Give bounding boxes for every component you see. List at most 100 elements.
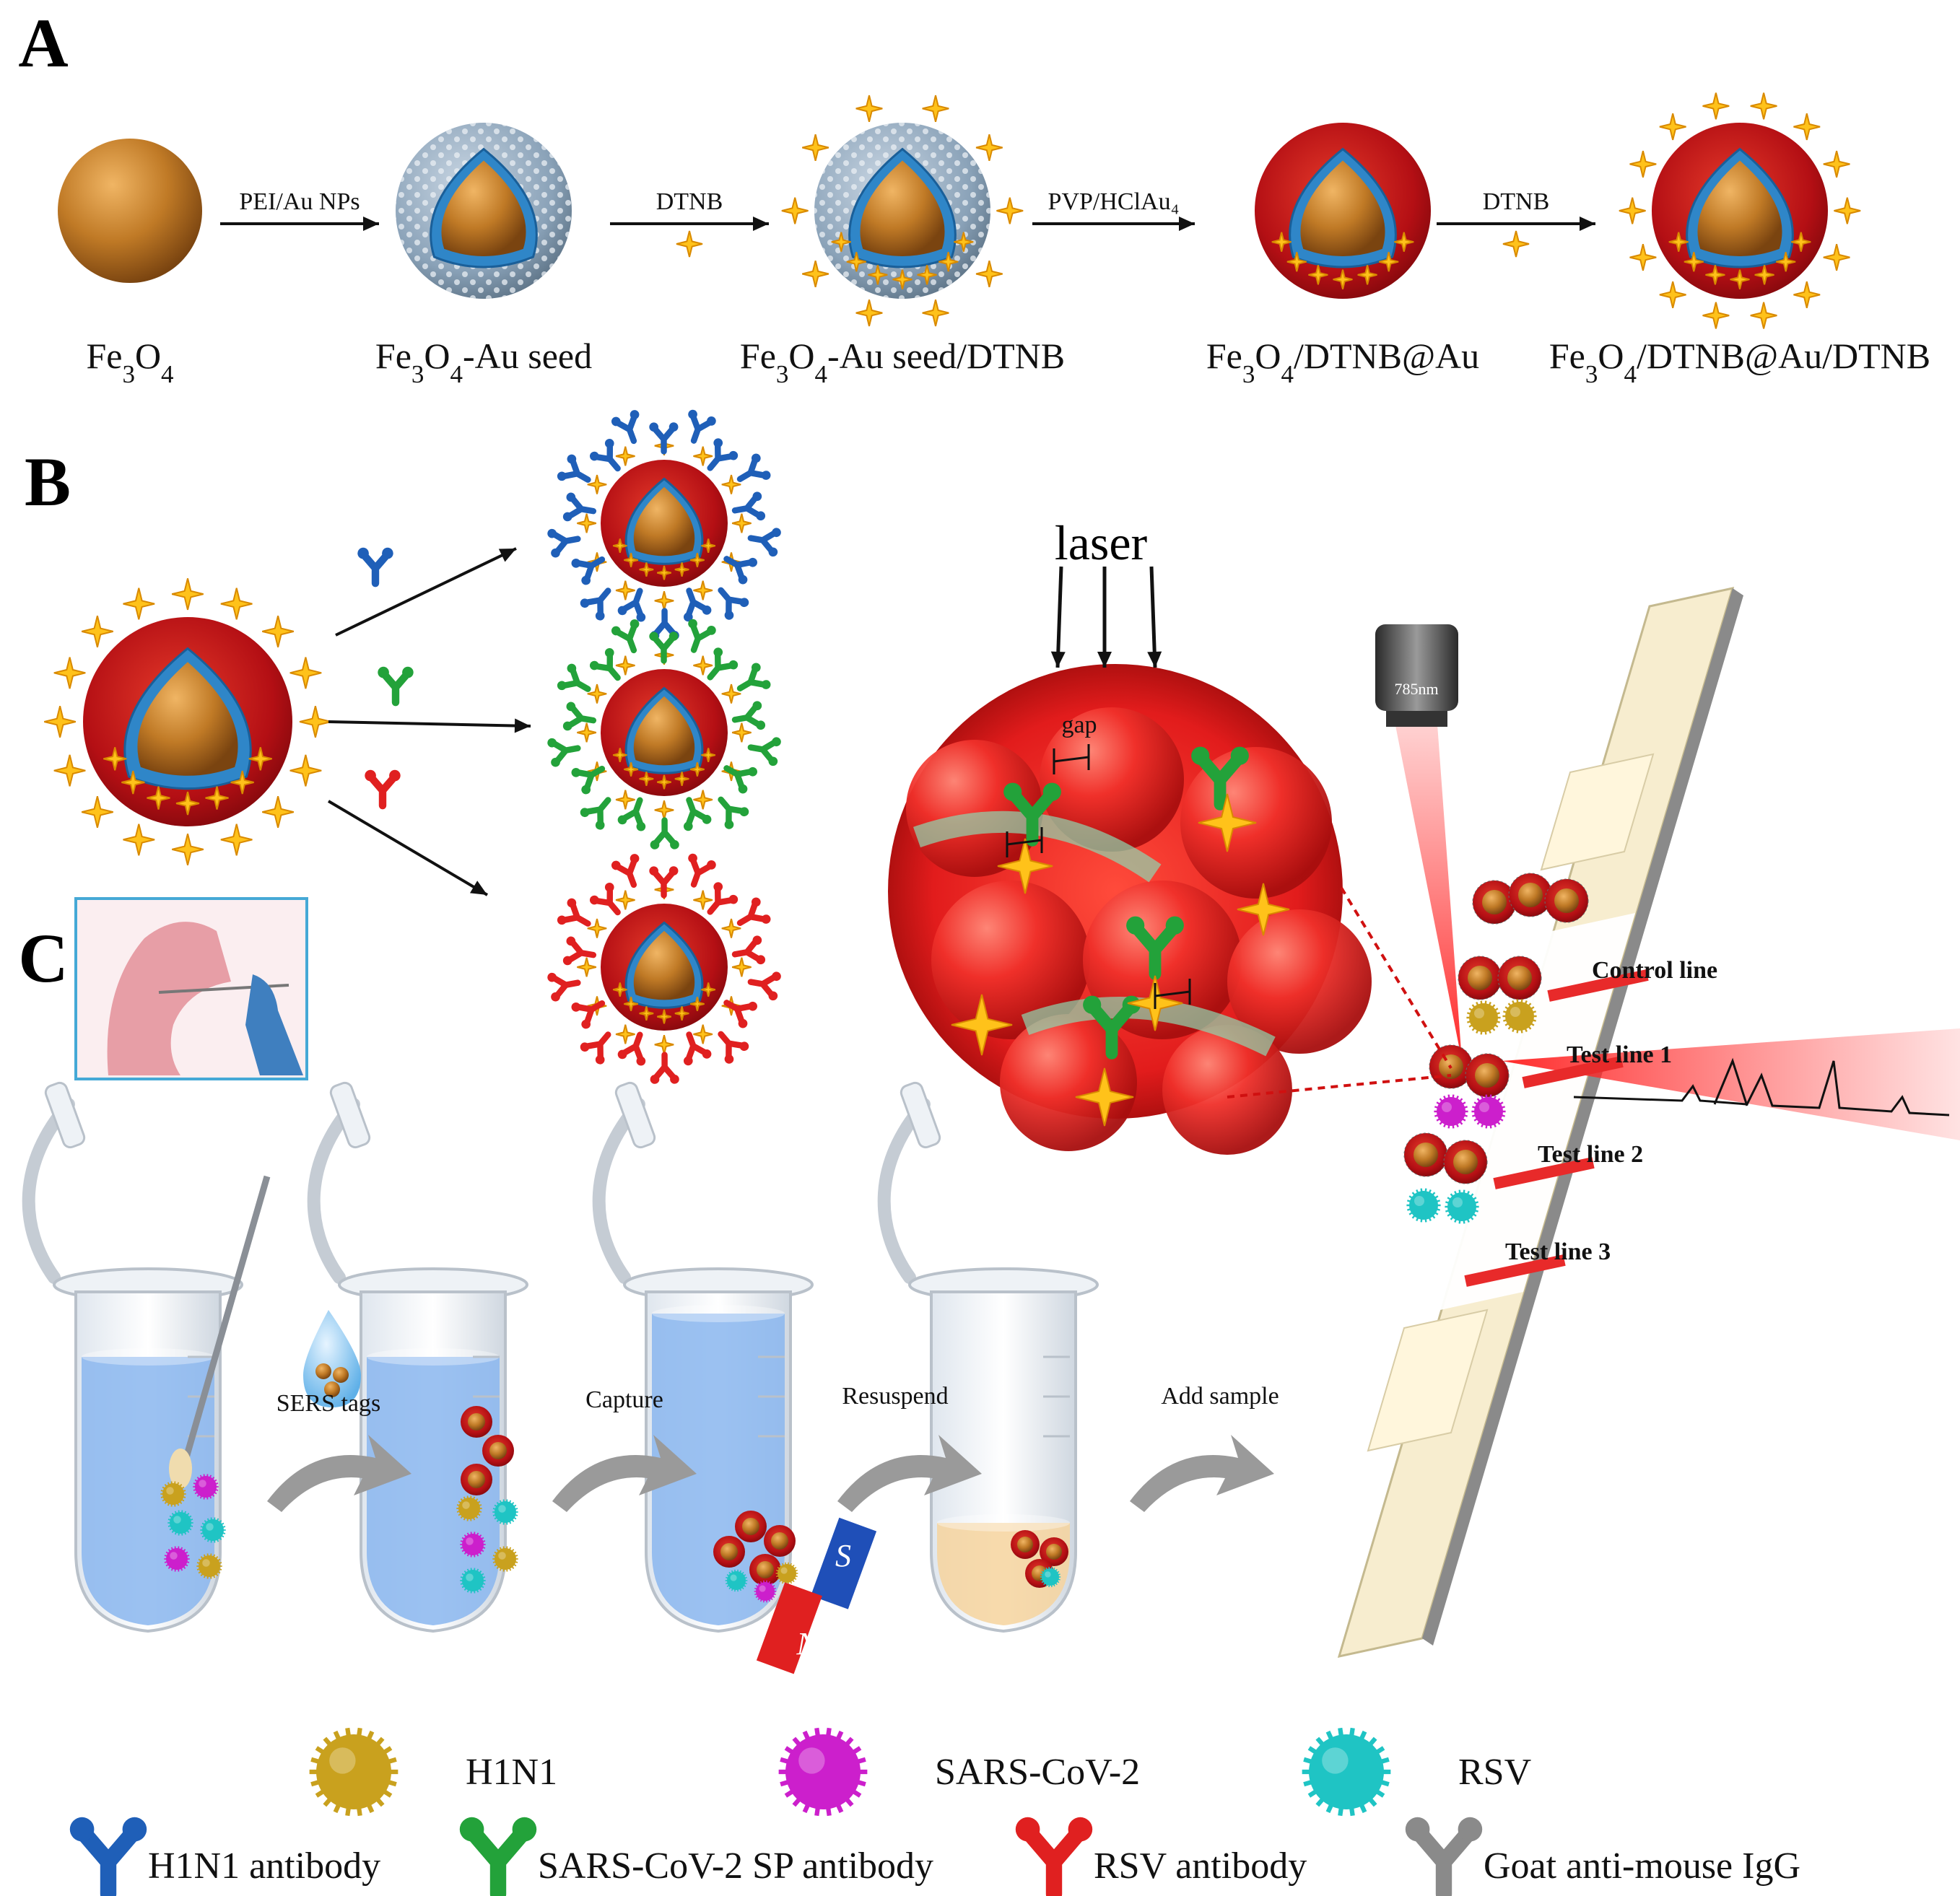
legend-antibody-label-2: RSV antibody <box>1094 1845 1307 1887</box>
antibody-arms <box>574 1000 606 1026</box>
gloved-hand <box>245 974 303 1075</box>
fe3o4-core <box>860 160 945 256</box>
antibody-tip <box>566 702 576 712</box>
dtnb-star-icon <box>831 232 851 252</box>
virus-highlight <box>759 1585 766 1592</box>
dtnb-star-icon <box>1198 793 1257 852</box>
resuspended-core <box>1046 1544 1062 1560</box>
antibody-arms <box>731 494 762 519</box>
virus-highlight <box>498 1505 506 1513</box>
legend-virus-icon-1 <box>778 1727 868 1817</box>
antibody-tip <box>670 1075 679 1084</box>
dtnb-star-icon <box>577 513 597 533</box>
dtnb-star-icon <box>802 134 829 162</box>
droplet-tag <box>315 1363 331 1379</box>
antibody-icon <box>736 663 771 691</box>
arrow-head <box>469 881 487 895</box>
curved-step-arrow <box>1130 1435 1274 1512</box>
dtnb-star-icon <box>147 786 170 810</box>
antibody-icon <box>683 797 712 831</box>
antibody-tip <box>551 548 560 558</box>
virus-highlight <box>1045 1571 1051 1578</box>
dtnb-star-icon <box>721 683 741 704</box>
dtnb-star-icon <box>123 824 155 856</box>
antibody-tip <box>547 972 557 982</box>
laser-label: laser <box>1055 515 1148 570</box>
antibody-arms <box>651 425 676 455</box>
antibody-tip <box>557 681 567 691</box>
process-arrow <box>1097 567 1112 668</box>
tube-cap <box>900 1081 941 1149</box>
nanoparticle <box>547 853 781 1084</box>
antibody-arms <box>76 1825 141 1896</box>
sers-tag-core <box>489 1442 507 1459</box>
nanoparticle <box>44 578 331 865</box>
dtnb-star-icon <box>1659 281 1686 308</box>
antibody-tip <box>459 1817 484 1842</box>
captured-core <box>1507 966 1532 990</box>
strip-capture-line <box>1493 1157 1595 1189</box>
antibody-tip <box>557 915 567 925</box>
virus-highlight <box>466 1537 474 1545</box>
antibody-icon <box>547 528 581 558</box>
antibody-tip <box>728 894 739 904</box>
dtnb-star-icon <box>701 538 716 554</box>
antibody-tip <box>589 451 599 461</box>
antibody-tip <box>1003 782 1022 801</box>
legend-virus-label-1: SARS-CoV-2 <box>935 1752 1140 1793</box>
antibody-tip <box>768 547 778 557</box>
virus-body <box>162 1483 184 1505</box>
antibody-icon <box>707 882 739 915</box>
sars-virus-icon <box>1471 1094 1506 1129</box>
sample-virus-icon <box>492 1546 518 1572</box>
antibody-tip <box>683 1056 693 1066</box>
antibody-icon <box>611 854 640 888</box>
antibody-tip <box>1230 746 1249 765</box>
dtnb-star-icon <box>731 957 752 977</box>
dtnb-star-icon <box>1308 265 1328 285</box>
strip-capture-line <box>1522 1056 1624 1088</box>
dtnb-star-icon <box>577 957 597 977</box>
panel-c <box>22 897 1274 1674</box>
virus-body <box>778 1564 796 1583</box>
antibody-icon <box>649 866 679 899</box>
antibody-icon <box>736 897 771 926</box>
dtnb-star-icon <box>1659 113 1686 141</box>
antibody-tip <box>768 756 778 766</box>
antibody-arms <box>550 740 581 764</box>
h1n1-virus-icon <box>1466 1000 1501 1035</box>
antibody-tip <box>707 626 716 635</box>
step-label-2: Fe3O4-Au seed/DTNB <box>740 336 1065 388</box>
captured-tag-core <box>771 1532 788 1550</box>
antibody-tip <box>567 898 577 908</box>
swab-in-tube <box>180 1175 271 1467</box>
antibody-arms <box>614 622 638 654</box>
au-nanosphere <box>1040 707 1184 852</box>
captured-virus-icon <box>754 1580 777 1603</box>
antibody-tip <box>389 769 401 782</box>
dtnb-star-icon <box>615 890 635 910</box>
antibody-arms <box>747 739 778 764</box>
antibody-tip <box>748 1001 757 1011</box>
antibody-tip <box>580 598 590 608</box>
antibody-tip <box>702 606 712 615</box>
green-antibody-icon <box>1126 916 1184 980</box>
antibody-arms <box>1022 1825 1086 1896</box>
dtnb-star-icon <box>172 833 204 865</box>
antibody-arms <box>736 665 768 691</box>
dtnb-star-icon <box>262 796 295 829</box>
antibody-arms <box>560 666 591 692</box>
raman-spectrum <box>1573 1060 1950 1117</box>
antibody-tip <box>724 1054 734 1064</box>
sample-virus-icon <box>164 1546 190 1572</box>
raman-peak <box>1713 1057 1748 1106</box>
blue-antibody-icon <box>357 547 393 587</box>
panel-label-a: A <box>18 4 68 82</box>
antibody-icon <box>557 898 591 927</box>
process-arrow <box>610 217 769 231</box>
antibody-icon <box>617 797 646 831</box>
nanoparticle <box>1255 123 1431 299</box>
antibody-tip <box>772 971 781 982</box>
dtnb-star-icon <box>220 587 253 620</box>
